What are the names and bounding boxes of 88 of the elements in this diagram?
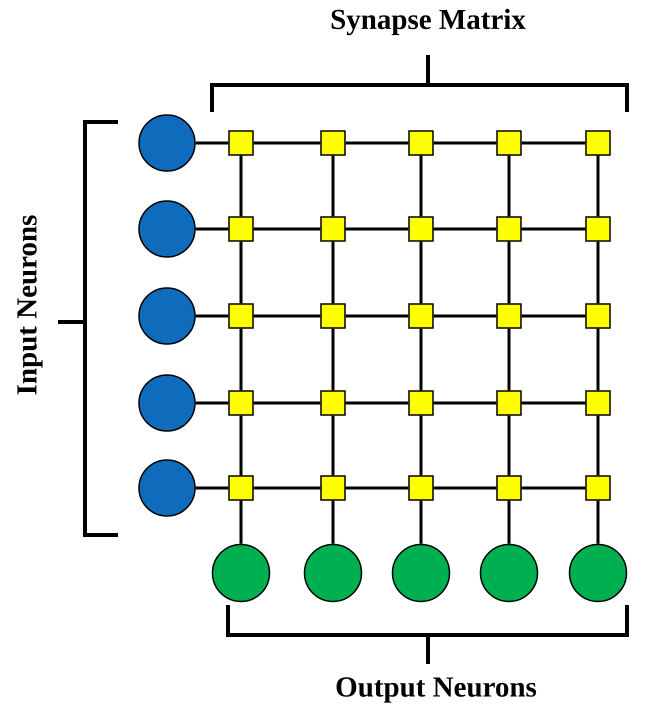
connection-line [434, 486, 496, 490]
synapse-square [585, 475, 611, 501]
synapse-square [228, 303, 254, 329]
bracket-label: Output Neurons [336, 677, 536, 703]
connection-line [420, 500, 422, 544]
output-neuron-circle [392, 544, 450, 602]
connection-line [508, 328, 510, 390]
synapse-square [408, 303, 434, 329]
synapse-square [320, 216, 346, 242]
input-neuron-circle [138, 459, 196, 517]
connection-line [508, 416, 510, 476]
input-neuron-circle [138, 374, 196, 432]
synapse-square [496, 390, 522, 416]
connection-line [346, 486, 408, 490]
synapse-square [320, 303, 346, 329]
connection-line [254, 228, 320, 230]
connection-line [196, 142, 228, 144]
synapse-square [585, 216, 611, 242]
output-neuron-circle [212, 544, 270, 602]
input-neuron-circle [138, 200, 196, 258]
connection-line [508, 500, 510, 544]
connection-line [434, 228, 496, 230]
connection-line [522, 314, 586, 318]
connection-line [522, 402, 586, 404]
connection-line [346, 142, 408, 144]
synapse-square [228, 216, 254, 242]
connection-line [420, 416, 422, 476]
synapse-square [408, 475, 434, 501]
connection-line [346, 314, 408, 318]
connection-line [596, 156, 600, 216]
bracket-label: Input Neurons [17, 215, 43, 394]
connection-line [254, 142, 320, 144]
synapse-square [320, 475, 346, 501]
input-neuron-circle [138, 114, 196, 172]
connection-line [508, 156, 510, 216]
bracket-label: Synapse Matrix [332, 8, 526, 36]
output-neuron-circle [568, 544, 628, 602]
connection-line [196, 486, 228, 490]
connection-line [332, 242, 334, 304]
output-neuron-circle [480, 544, 538, 602]
connection-line [254, 486, 320, 490]
synapse-square [496, 216, 522, 242]
connection-line [522, 486, 586, 490]
connection-line [240, 416, 242, 476]
connection-line [522, 228, 586, 230]
connection-line [332, 156, 334, 216]
output-neuron-circle [304, 544, 362, 602]
input-neuron-circle [138, 287, 196, 345]
connection-line [196, 402, 228, 404]
connection-line [596, 328, 600, 390]
connection-line [596, 500, 600, 544]
synapse-square [585, 303, 611, 329]
connection-line [196, 314, 228, 318]
synapse-square [408, 130, 434, 156]
synapse-square [228, 390, 254, 416]
connection-line [254, 402, 320, 404]
synapse-square [228, 475, 254, 501]
synapse-square [408, 216, 434, 242]
connection-line [196, 228, 228, 230]
connection-line [434, 314, 496, 318]
connection-line [522, 142, 586, 144]
synapse-square [320, 390, 346, 416]
connection-line [254, 314, 320, 318]
connection-line [420, 242, 422, 304]
synapse-square [320, 130, 346, 156]
connection-line [420, 156, 422, 216]
connection-line [596, 416, 600, 476]
connection-line [240, 500, 242, 544]
connection-line [420, 328, 422, 390]
connection-line [434, 142, 496, 144]
synapse-square [496, 303, 522, 329]
connection-line [332, 416, 334, 476]
connection-line [332, 328, 334, 390]
synapse-square [585, 130, 611, 156]
connection-line [346, 402, 408, 404]
connection-line [240, 242, 242, 304]
synapse-square [408, 390, 434, 416]
connection-line [332, 500, 334, 544]
connection-line [240, 328, 242, 390]
connection-line [596, 242, 600, 304]
connection-line [434, 402, 496, 404]
connection-line [240, 156, 242, 216]
synapse-square [496, 130, 522, 156]
synapse-square [496, 475, 522, 501]
connection-line [508, 242, 510, 304]
synapse-square [228, 130, 254, 156]
synapse-square [585, 390, 611, 416]
connection-line [346, 228, 408, 230]
